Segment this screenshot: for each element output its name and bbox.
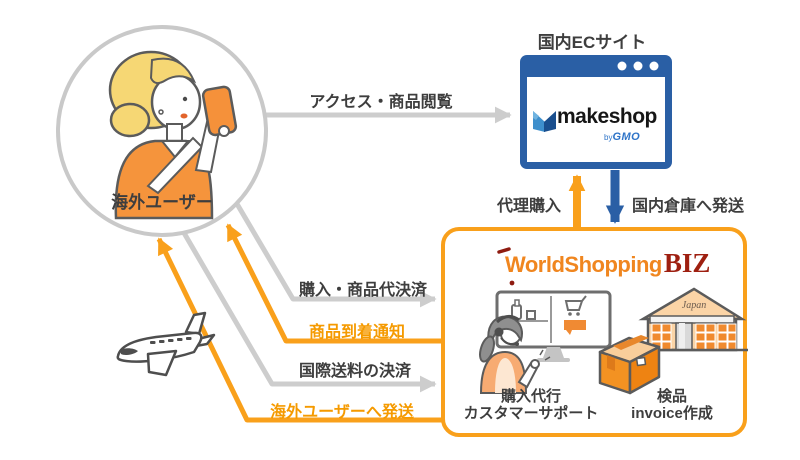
customer-support-illustration (479, 290, 612, 394)
ec-site-browser (520, 55, 672, 169)
cart-icon (564, 295, 587, 316)
warehouse-roof-label: Japan (682, 300, 706, 311)
arrow-label-ship-to-warehouse: 国内倉庫へ発送 (631, 198, 745, 215)
user-circle (56, 25, 268, 237)
overseas-user-illustration (56, 25, 268, 237)
gray-arrows (170, 106, 512, 393)
makeshop-wordmark: makeshop (557, 105, 657, 128)
arrow-label-purchase-payment: 購入・商品代決済 (298, 282, 428, 299)
byline-gmo: GMO (612, 131, 641, 143)
byline-by: by (604, 133, 613, 142)
worldshopping-logo: WorldShopping BIZ (505, 248, 710, 279)
cart-logo-accent-icon (497, 247, 515, 286)
service-caption-inspection-line2: invoice作成 (631, 405, 713, 422)
worldshopping-wordmark: WorldShopping (505, 252, 662, 277)
browser-dot-icon (617, 61, 627, 71)
browser-dot-icon (633, 61, 643, 71)
headset-icon (495, 315, 520, 324)
arrow-ship-to-overseas (156, 237, 443, 423)
arrow-label-access: アクセス・商品閲覧 (309, 94, 453, 111)
makeshop-byline: byGMO (604, 131, 640, 143)
service-caption-support-line1: 購入代行 (500, 388, 562, 405)
ec-site-title: 国内ECサイト (537, 33, 647, 52)
arrow-purchase-payment (227, 190, 437, 308)
arrow-label-ship-to-overseas: 海外ユーザーへ発送 (270, 404, 414, 421)
browser-dot-icon (649, 61, 659, 71)
airplane-icon (116, 311, 216, 377)
package-box-illustration (598, 335, 661, 395)
service-caption-support-line2: カスタマーサポート (463, 405, 599, 422)
arrow-arrival-notice (225, 223, 443, 344)
arrow-intl-shipping-payment (170, 212, 437, 393)
overseas-user-label: 海外ユーザー (111, 193, 213, 212)
orange-arrows (156, 223, 443, 423)
arrow-label-intl-shipping-payment: 国際送料の決済 (298, 363, 412, 380)
service-caption-inspection: 検品 invoice作成 (631, 388, 713, 422)
arrow-label-proxy-purchase: 代理購入 (496, 198, 562, 215)
worldshopping-biz-wordmark: BIZ (663, 248, 711, 278)
warehouse-illustration: Japan (628, 287, 748, 352)
makeshop-logo-icon (533, 111, 556, 132)
arrow-label-arrival-notice: 商品到着通知 (308, 324, 406, 341)
service-caption-inspection-line1: 検品 (656, 388, 687, 405)
service-caption-support: 購入代行 カスタマーサポート (464, 388, 599, 422)
